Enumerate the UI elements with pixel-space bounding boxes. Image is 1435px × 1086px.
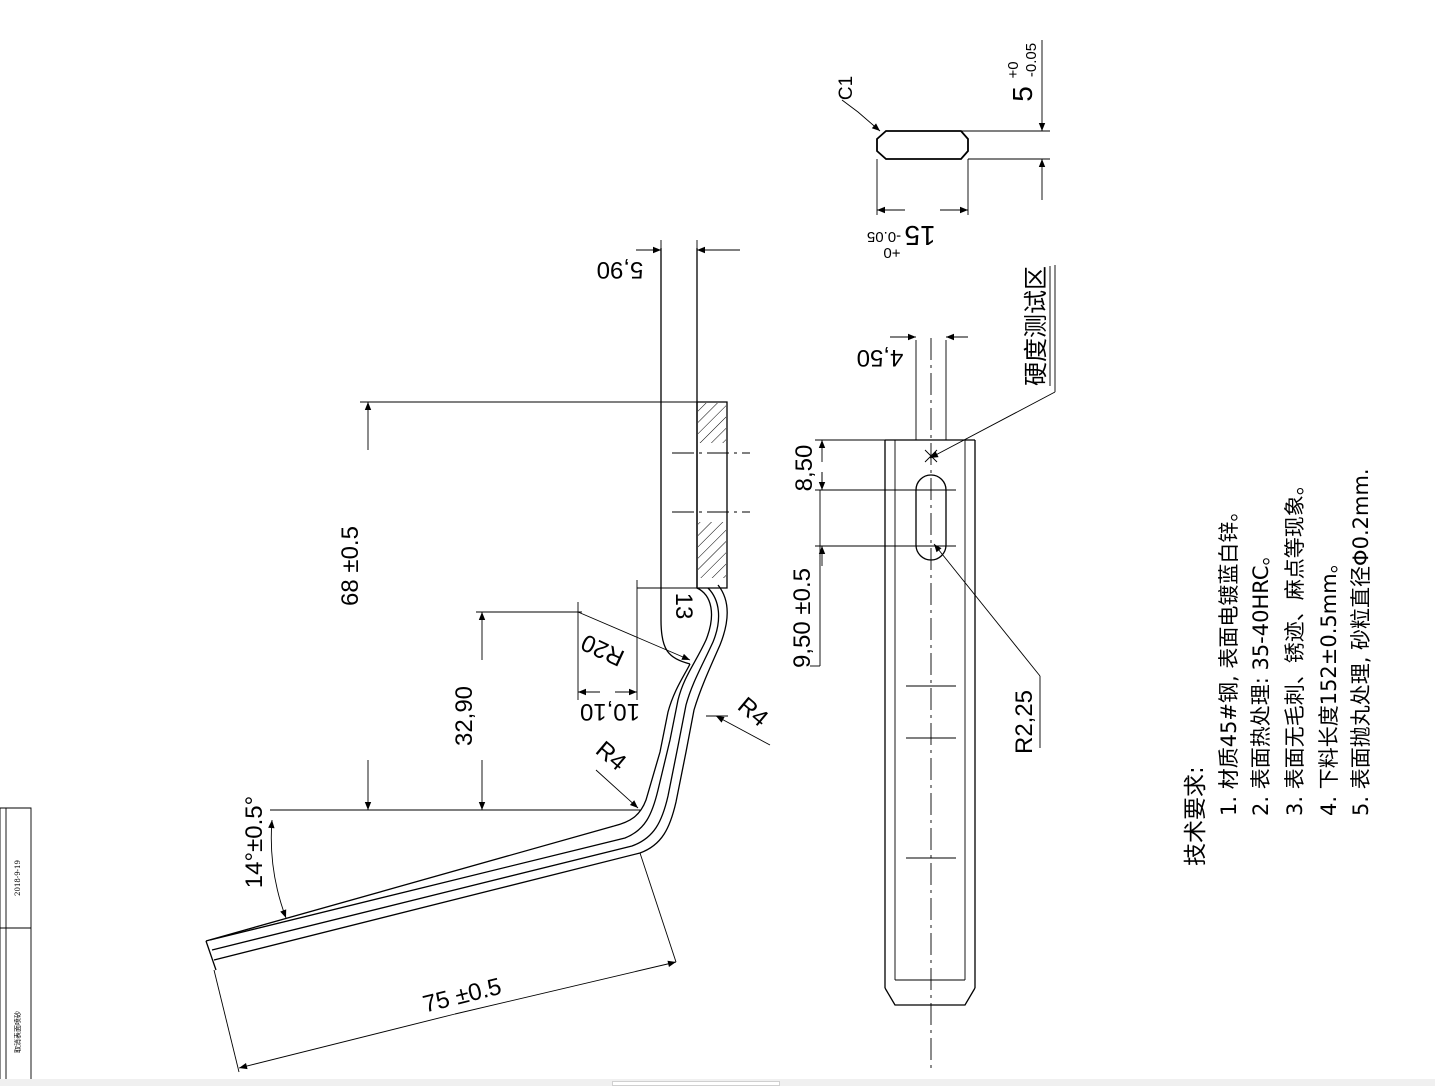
cross-section: C1 5 +0 -0.05 15 +0 -0.05 <box>836 40 1050 261</box>
dim-r4-right: R4 <box>732 692 773 732</box>
hardness-test-label: 硬度测试区 <box>1022 266 1050 386</box>
dim-13: 13 <box>670 593 697 620</box>
dim-32-90: 32,90 <box>451 686 478 746</box>
side-view: 5,90 68 ±0.5 13 R20 32,90 10,10 R4 R4 14… <box>206 240 773 1072</box>
dim-r2-25: R2,25 <box>1011 690 1038 754</box>
requirement-item: 1. 材质45#钢, 表面电镀蓝白锌。 <box>1217 501 1241 816</box>
title-block: 2018-9-19 取消表面喷砂 <box>0 808 31 1083</box>
dim-8-50: 8,50 <box>791 445 818 492</box>
dim-angle-14: 14°±0.5° <box>241 796 268 888</box>
dim-width-15-tol-upper: +0 <box>883 244 900 261</box>
dim-75: 75 ±0.5 <box>420 973 504 1019</box>
title-block-date: 2018-9-19 <box>14 860 22 896</box>
dim-9-50: 9,50 ±0.5 <box>789 568 816 668</box>
requirement-item: 5. 表面抛丸处理, 砂粒直径Φ0.2mm. <box>1349 468 1373 816</box>
requirement-item: 2. 表面热处理: 35-40HRC。 <box>1249 545 1273 816</box>
scrollbar-thumb[interactable] <box>612 1081 780 1086</box>
dim-thick-5-tol-lower: -0.05 <box>1023 43 1040 77</box>
dim-68: 68 ±0.5 <box>337 526 364 606</box>
dim-thick-5-tol-upper: +0 <box>1005 61 1022 78</box>
dim-width-15: 15 <box>904 220 935 251</box>
front-view: 4,50 8,50 9,50 ±0.5 R2,25 硬度测试区 <box>789 265 1055 1072</box>
requirement-item: 3. 表面无毛刺、锈迹、麻点等现象。 <box>1283 474 1307 816</box>
dim-5-90: 5,90 <box>597 256 644 283</box>
dim-10-10: 10,10 <box>580 698 640 725</box>
title-block-note: 取消表面喷砂 <box>13 1011 22 1053</box>
dim-r20: R20 <box>577 628 628 671</box>
dim-c1: C1 <box>836 76 857 100</box>
dim-width-15-tol-lower: -0.05 <box>867 228 901 245</box>
requirement-item: 4. 下料长度152±0.5mm。 <box>1317 552 1341 816</box>
dim-thick-5: 5 <box>1007 86 1038 102</box>
dim-4-50: 4,50 <box>857 344 904 371</box>
requirements-title: 技术要求: <box>1183 766 1209 866</box>
technical-requirements: 技术要求: 1. 材质45#钢, 表面电镀蓝白锌。 2. 表面热处理: 35-4… <box>1183 468 1373 866</box>
